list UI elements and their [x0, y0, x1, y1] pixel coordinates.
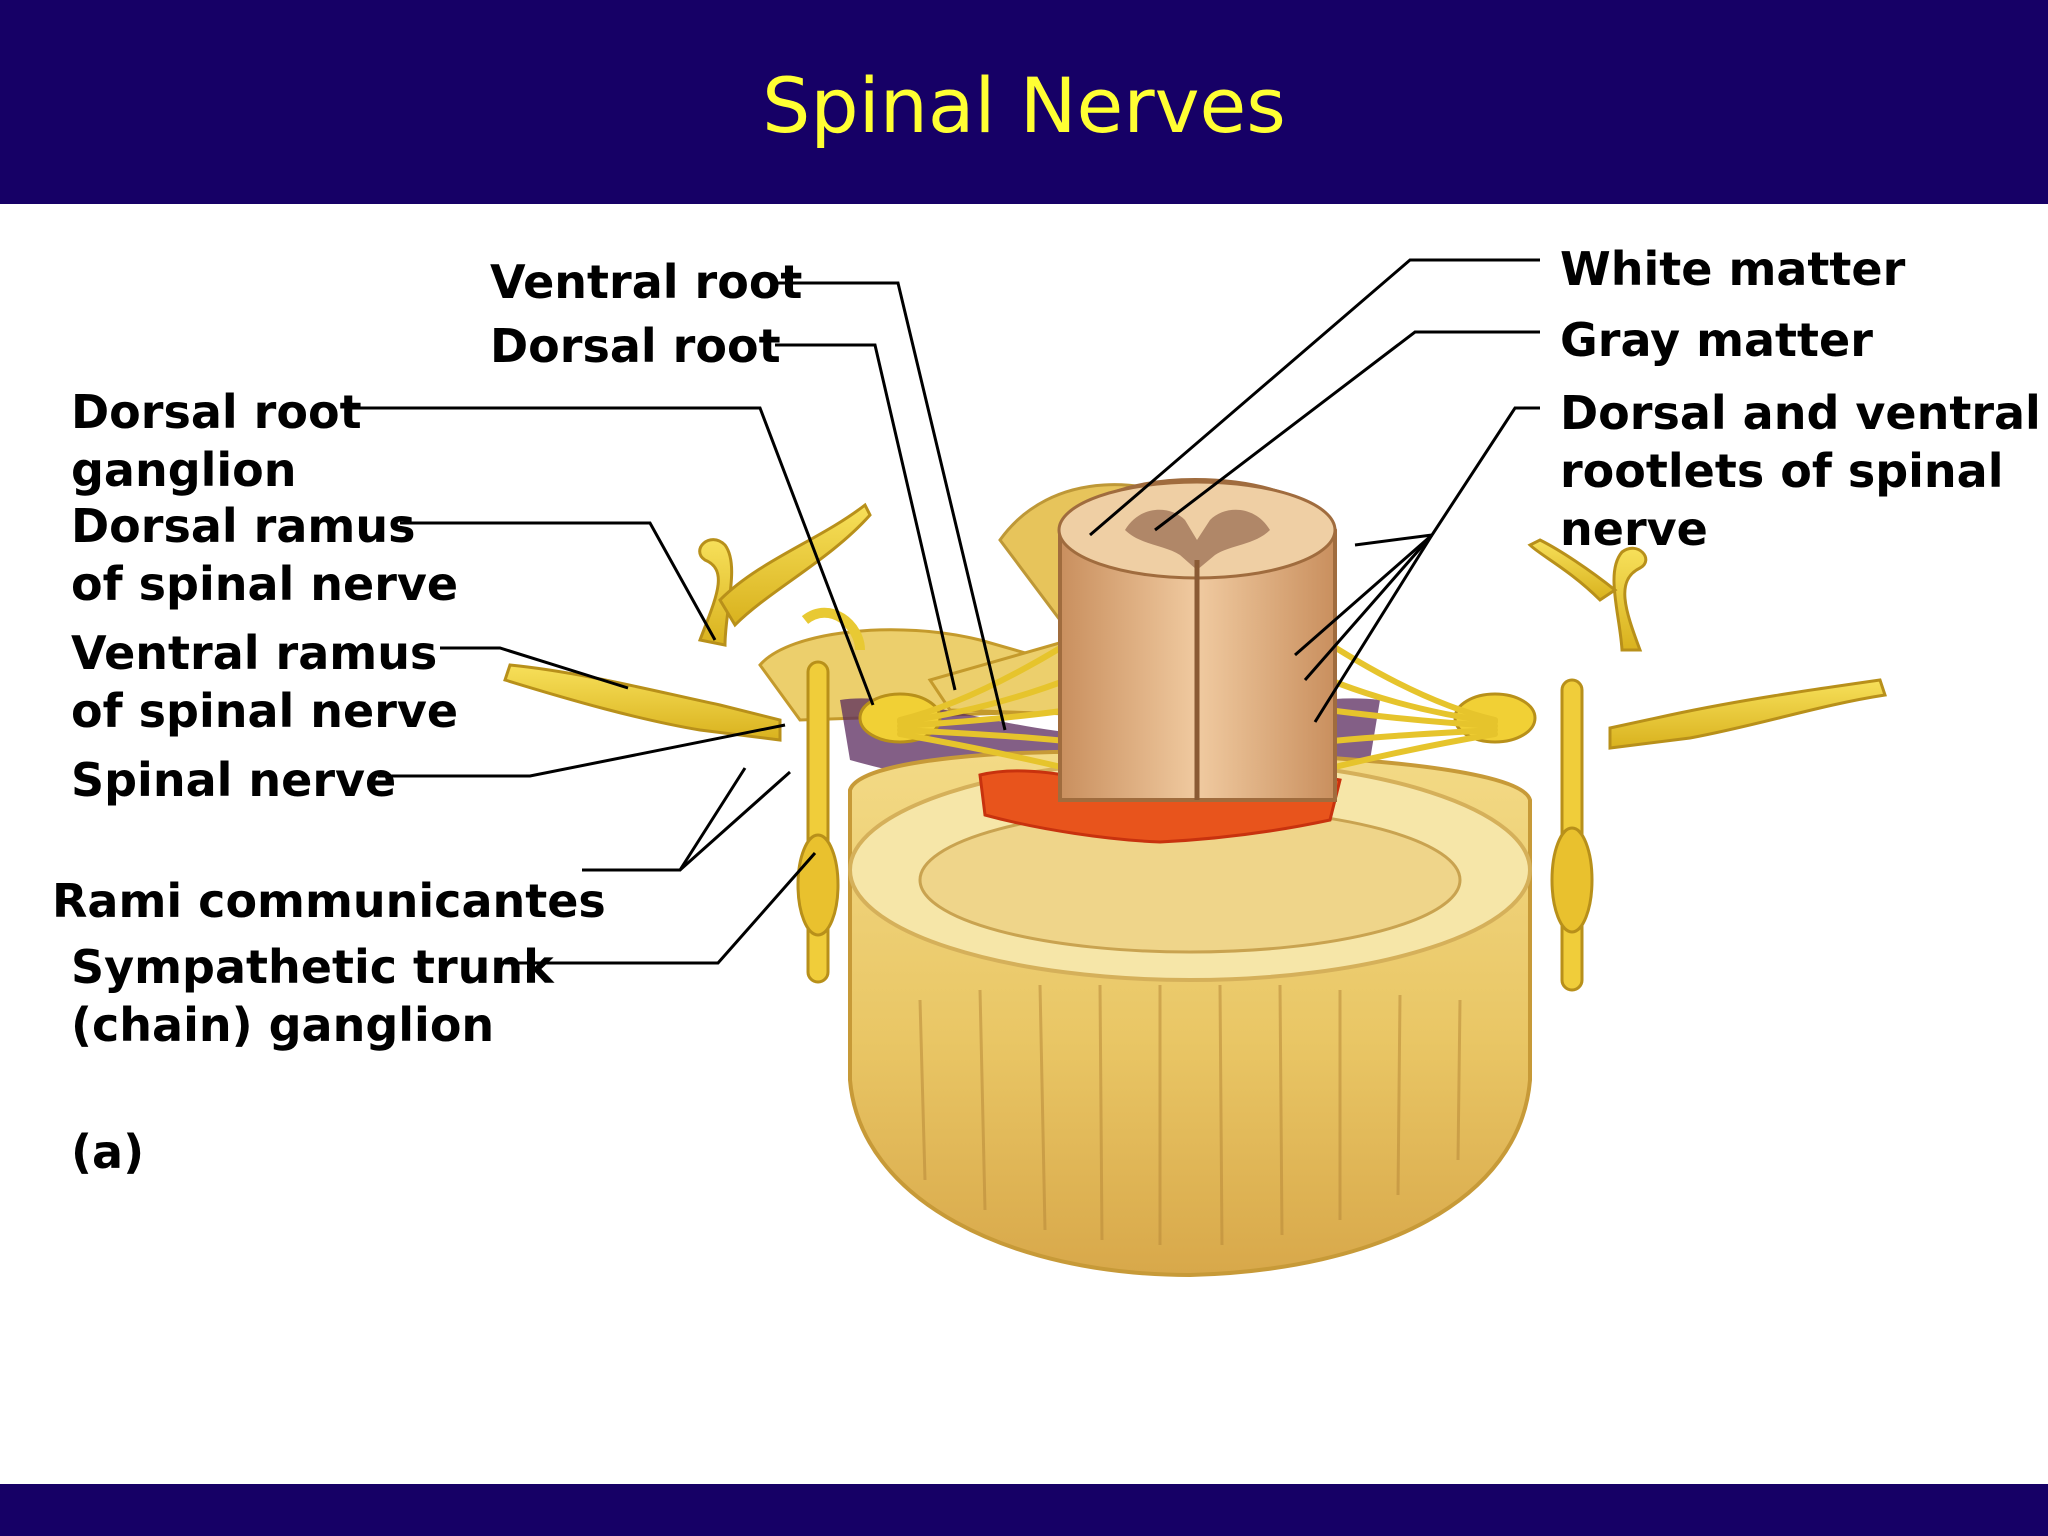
leader-white-matter — [1089, 258, 1540, 537]
label-rootlets: Dorsal and ventral rootlets of spinal ne… — [1560, 386, 2041, 556]
label-dorsal-ramus: Dorsal ramus of spinal nerve — [71, 499, 459, 611]
label-spinal-nerve: Spinal nerve — [71, 753, 397, 807]
leader-ventral-root — [775, 281, 1007, 731]
leader-dorsal-root — [775, 343, 957, 691]
label-white-matter: White matter — [1560, 242, 1906, 296]
title-bar — [0, 0, 2048, 204]
label-ventral-ramus: Ventral ramus of spinal nerve — [71, 626, 459, 738]
leader-rootlets-b — [1294, 533, 1433, 657]
label-panel-letter: (a) — [71, 1125, 145, 1179]
spinal-cord — [1057, 477, 1337, 802]
label-rami-communicantes: Rami communicantes — [52, 874, 606, 928]
right-spinal-nerve — [1453, 538, 1887, 992]
leader-gray-matter — [1154, 330, 1540, 532]
leader-rootlets-c — [1303, 534, 1434, 681]
leader-rootlets-main — [1430, 406, 1540, 536]
footer-bar — [0, 1484, 2048, 1536]
label-dorsal-root-ganglion: Dorsal root ganglion — [71, 385, 362, 497]
leader-dorsal-root-ganglion — [345, 406, 875, 706]
leader-ventral-ramus — [440, 646, 629, 690]
leader-spinal-nerve — [378, 723, 786, 778]
label-dorsal-root: Dorsal root — [490, 319, 781, 373]
leader-dorsal-ramus — [400, 521, 717, 641]
leader-rootlets-d — [1313, 534, 1434, 723]
slide-title: Spinal Nerves — [762, 61, 1286, 150]
label-gray-matter: Gray matter — [1560, 313, 1873, 367]
leader-rami-b — [679, 770, 791, 872]
leader-sympathetic-ganglion — [505, 852, 817, 965]
label-sympathetic-trunk-ganglion: Sympathetic trunk (chain) ganglion — [71, 940, 554, 1052]
label-ventral-root: Ventral root — [490, 255, 803, 309]
leader-rami-a — [582, 767, 747, 872]
left-spinal-nerve — [503, 502, 942, 984]
leader-rootlets-a — [1354, 533, 1433, 547]
leader-lines — [345, 258, 1540, 965]
